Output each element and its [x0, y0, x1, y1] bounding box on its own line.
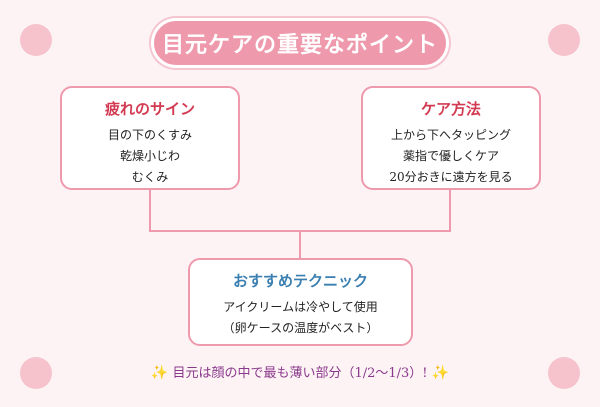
title-banner: 目元ケアの重要なポイント — [151, 18, 449, 68]
card-line: アイクリームは冷やして使用 — [223, 300, 378, 314]
corner-dot-bottom-left — [20, 357, 52, 389]
card-care-methods: ケア方法 上から下へタッピング 薬指で優しくケア 20分おきに遠方を見る — [361, 86, 541, 190]
card-line: 薬指で優しくケア — [402, 149, 499, 163]
page-title: 目元ケアの重要なポイント — [161, 32, 438, 58]
card-line: 乾燥小じわ — [119, 149, 180, 163]
corner-dot-top-right — [548, 24, 580, 56]
card-line: 上から下へタッピング — [390, 128, 511, 142]
connector-right-down — [449, 188, 451, 232]
corner-dot-top-left — [20, 24, 52, 56]
connector-left-down — [149, 188, 151, 232]
footer-note: ✨ 目元は顔の中で最も薄い部分（1/2〜1/3）! ✨ — [0, 362, 600, 381]
card-line: むくみ — [131, 170, 169, 184]
connector-center-down — [299, 230, 301, 258]
corner-dot-bottom-right — [548, 357, 580, 389]
card-recommended-technique: おすすめテクニック アイクリームは冷やして使用 （卵ケースの温度がベスト） — [188, 258, 413, 346]
card-line: 20分おきに遠方を見る — [389, 170, 513, 184]
card-heading: おすすめテクニック — [232, 272, 368, 290]
sparkle-icon: ✨ — [431, 365, 450, 381]
card-heading: ケア方法 — [420, 100, 481, 118]
card-line: 目の下のくすみ — [107, 128, 192, 142]
card-fatigue-signs: 疲れのサイン 目の下のくすみ 乾燥小じわ むくみ — [60, 86, 240, 190]
card-heading: 疲れのサイン — [104, 100, 195, 118]
footer-text: 目元は顔の中で最も薄い部分（1/2〜1/3）! — [172, 366, 428, 381]
card-line: （卵ケースの温度がベスト） — [222, 321, 379, 335]
sparkle-icon: ✨ — [150, 365, 169, 381]
